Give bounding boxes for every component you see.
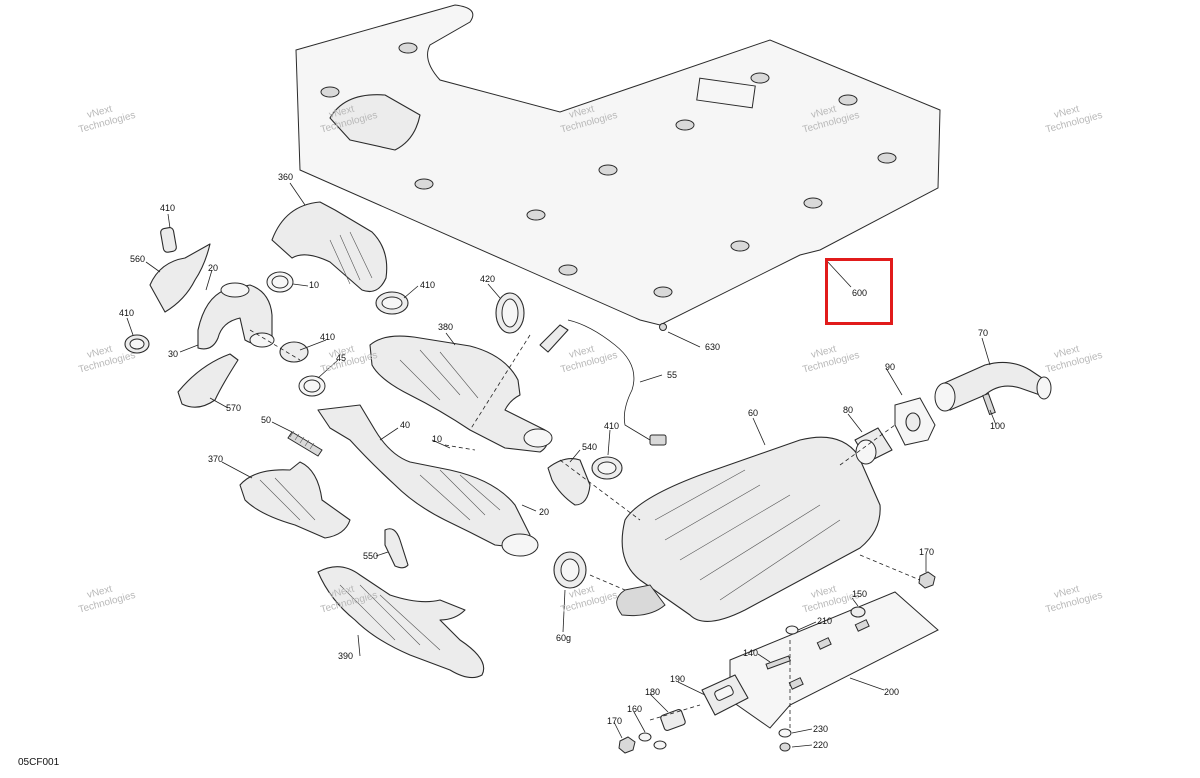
callout-140[interactable]: 140 xyxy=(743,648,758,658)
assembly-lines xyxy=(249,329,921,730)
callout-540[interactable]: 540 xyxy=(582,442,597,452)
callout-160[interactable]: 160 xyxy=(627,704,642,714)
callout-60[interactable]: 60 xyxy=(748,408,758,418)
callout-20[interactable]: 20 xyxy=(539,507,549,517)
heat-shield-360[interactable] xyxy=(271,201,388,293)
callout-80[interactable]: 80 xyxy=(843,405,853,415)
oxygen-sensor-55[interactable] xyxy=(539,319,667,446)
callout-170[interactable]: 170 xyxy=(919,547,934,557)
washer-210[interactable] xyxy=(785,625,799,635)
callout-10[interactable]: 10 xyxy=(309,280,319,290)
catalytic-converter-380[interactable] xyxy=(369,335,553,453)
heat-shield-390[interactable] xyxy=(317,566,485,679)
clamp-410-d[interactable] xyxy=(124,334,150,354)
callout-10[interactable]: 10 xyxy=(432,434,442,444)
diagram-code: 05CF001 xyxy=(18,757,60,768)
gasket-90[interactable] xyxy=(894,397,936,446)
heat-shield-560[interactable] xyxy=(149,243,211,313)
callout-50[interactable]: 50 xyxy=(261,415,271,425)
clamp-420[interactable] xyxy=(495,292,525,334)
callout-labels: 360 410 560 20 10 410 410 410 30 570 45 … xyxy=(119,172,1005,750)
callout-570[interactable]: 570 xyxy=(226,403,241,413)
callout-200[interactable]: 200 xyxy=(884,687,899,697)
clamp-410-a[interactable] xyxy=(160,227,177,253)
gasket-10-a[interactable] xyxy=(266,271,294,293)
heat-shield-370[interactable] xyxy=(239,461,351,539)
callout-220[interactable]: 220 xyxy=(813,740,828,750)
callout-100[interactable]: 100 xyxy=(990,421,1005,431)
callout-20[interactable]: 20 xyxy=(208,263,218,273)
gasket-45[interactable] xyxy=(298,375,326,397)
exhaust-pipe-30[interactable] xyxy=(197,282,275,350)
callout-380[interactable]: 380 xyxy=(438,322,453,332)
heat-shield-540[interactable] xyxy=(547,458,591,506)
callout-40[interactable]: 40 xyxy=(400,420,410,430)
grommet-180[interactable] xyxy=(660,709,686,732)
callout-360[interactable]: 360 xyxy=(278,172,293,182)
nut-170-b[interactable] xyxy=(618,736,636,754)
nut-220[interactable] xyxy=(779,742,791,752)
callout-190[interactable]: 190 xyxy=(670,674,685,684)
clamp-410-c[interactable] xyxy=(279,341,309,363)
heat-shield-570[interactable] xyxy=(177,353,239,408)
leader-lines xyxy=(126,182,997,748)
callout-210[interactable]: 210 xyxy=(817,616,832,626)
washer-160[interactable] xyxy=(638,732,667,750)
bolt-100[interactable] xyxy=(982,392,996,416)
callout-30[interactable]: 30 xyxy=(168,349,178,359)
callout-410[interactable]: 410 xyxy=(604,421,619,431)
heat-shield-550[interactable] xyxy=(384,528,409,569)
tail-pipe-70[interactable] xyxy=(934,361,1052,412)
callout-170[interactable]: 170 xyxy=(607,716,622,726)
callout-55[interactable]: 55 xyxy=(667,370,677,380)
callout-560[interactable]: 560 xyxy=(130,254,145,264)
washer-230[interactable] xyxy=(778,728,792,738)
skid-plate-600[interactable] xyxy=(295,4,941,326)
callout-600[interactable]: 600 xyxy=(852,288,867,298)
callout-410[interactable]: 410 xyxy=(119,308,134,318)
highlight-box-600 xyxy=(825,258,893,325)
callout-390[interactable]: 390 xyxy=(338,651,353,661)
callout-90[interactable]: 90 xyxy=(885,362,895,372)
nut-170-a[interactable] xyxy=(918,571,936,589)
mounting-holes xyxy=(320,42,897,298)
callout-550[interactable]: 550 xyxy=(363,551,378,561)
muffler-60[interactable] xyxy=(616,436,881,622)
bolt-140[interactable] xyxy=(765,655,791,670)
pipe-80[interactable] xyxy=(854,427,893,465)
callout-410[interactable]: 410 xyxy=(320,332,335,342)
clamp-410-b[interactable] xyxy=(375,291,409,315)
callout-70[interactable]: 70 xyxy=(978,328,988,338)
callout-410[interactable]: 410 xyxy=(420,280,435,290)
callout-45[interactable]: 45 xyxy=(336,353,346,363)
callout-150[interactable]: 150 xyxy=(852,589,867,599)
clamp-410-e[interactable] xyxy=(591,456,623,480)
mount-190[interactable] xyxy=(701,674,749,716)
bracket-200[interactable] xyxy=(729,591,939,729)
bolt-630[interactable] xyxy=(659,323,667,331)
callout-370[interactable]: 370 xyxy=(208,454,223,464)
callout-60g[interactable]: 60g xyxy=(556,633,571,643)
callout-230[interactable]: 230 xyxy=(813,724,828,734)
callout-180[interactable]: 180 xyxy=(645,687,660,697)
spring-50[interactable] xyxy=(287,430,323,457)
callout-420[interactable]: 420 xyxy=(480,274,495,284)
clamp-60g[interactable] xyxy=(553,551,587,589)
grommet-150[interactable] xyxy=(850,606,866,618)
callout-410[interactable]: 410 xyxy=(160,203,175,213)
exhaust-manifold-40[interactable] xyxy=(317,404,539,557)
callout-630[interactable]: 630 xyxy=(705,342,720,352)
